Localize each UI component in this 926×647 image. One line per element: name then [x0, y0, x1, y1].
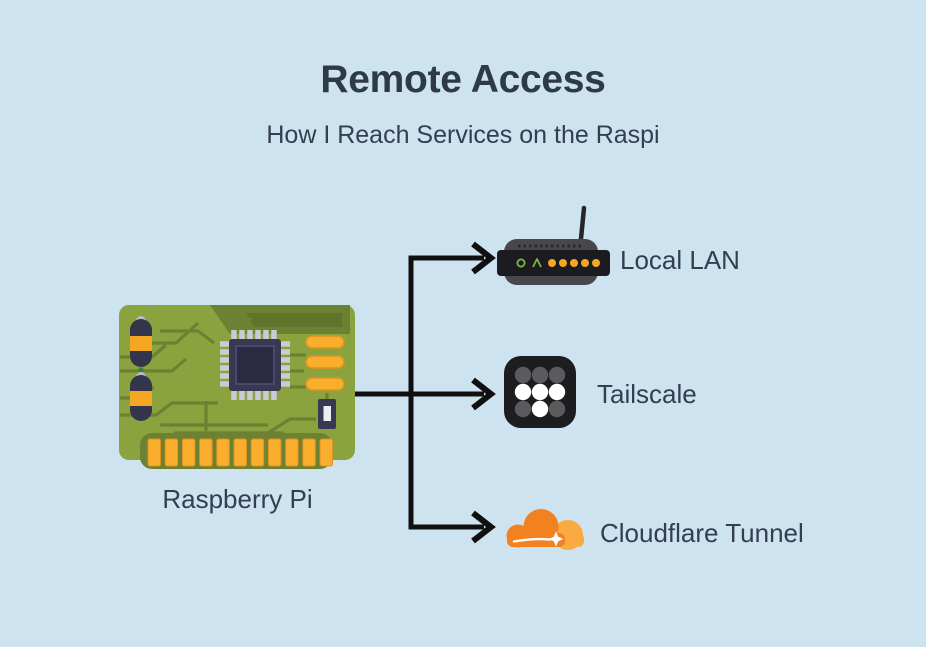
raspberry-pi-board-icon — [119, 305, 355, 469]
local-lan-label: Local LAN — [620, 245, 740, 275]
arrowhead-cloudflare-icon — [471, 510, 496, 544]
tailscale-dot-grid — [514, 366, 566, 418]
pcb-slot — [210, 305, 350, 334]
page-title: Remote Access — [320, 58, 606, 101]
page-subtitle: How I Reach Services on the Raspi — [266, 121, 660, 149]
arrowhead-local-lan-icon — [471, 241, 496, 275]
tailscale-app-icon — [504, 356, 576, 428]
raspberry-pi-label: Raspberry Pi — [162, 484, 313, 514]
resistor-components — [305, 335, 345, 391]
router-leds — [516, 258, 600, 268]
cloudflare-main-cloud — [506, 509, 565, 548]
cloudflare-tunnel-label: Cloudflare Tunnel — [600, 518, 804, 548]
cpu-chip — [220, 330, 290, 400]
arrowhead-tailscale-icon — [471, 377, 496, 411]
edge-connector-pins — [140, 433, 333, 469]
tailscale-label: Tailscale — [597, 379, 697, 409]
pcb-traces — [120, 317, 329, 435]
switch-component — [318, 399, 336, 429]
capacitor-components — [130, 316, 152, 421]
wifi-router-icon — [497, 205, 610, 285]
cloudflare-highlight — [512, 531, 564, 547]
cloudflare-logo-icon — [506, 509, 584, 550]
